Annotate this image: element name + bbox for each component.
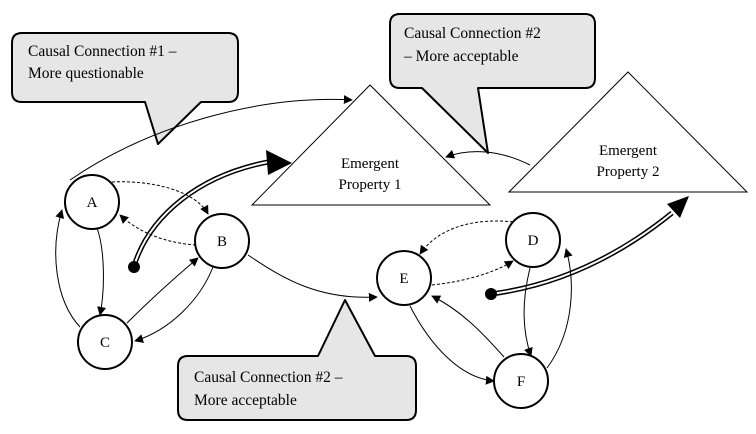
callout-bubble <box>11 32 239 145</box>
node-a: A <box>64 174 120 230</box>
property-2-triangle <box>507 71 749 193</box>
callout-1-line1: Causal Connection #1 – <box>28 43 177 60</box>
edge-d-to-f <box>523 267 533 357</box>
node-b: B <box>194 213 250 269</box>
edge-property-2-to-property-1 <box>445 149 531 166</box>
node-c: C <box>77 314 133 370</box>
edge-b-to-c <box>134 266 214 343</box>
node-e-circle <box>376 250 432 306</box>
node-f: F <box>493 353 549 409</box>
node-e: E <box>376 250 432 306</box>
callout-3-line1: Causal Connection #2 – <box>194 369 343 386</box>
node-c-circle <box>77 314 133 370</box>
edge-f-to-d <box>546 248 573 369</box>
source-dot <box>128 261 140 273</box>
edge-a-to-property-1 <box>69 95 353 181</box>
property-1-line2: Property 1 <box>339 177 402 193</box>
arrowhead <box>667 196 689 218</box>
property-2-line1: Emergent <box>599 143 658 159</box>
edge-e-to-f <box>409 305 495 385</box>
edge-b-to-e <box>247 254 378 302</box>
edge-d-to-e <box>419 220 514 255</box>
emergent-property-1: Emergent Property 1 <box>250 84 492 206</box>
emergent-property-2: Emergent Property 2 <box>507 71 749 193</box>
edge-c-to-b <box>126 257 199 324</box>
source-dot <box>485 288 497 300</box>
node-a-label: A <box>87 195 98 211</box>
property-1-triangle <box>250 84 492 206</box>
callout-bubble <box>177 299 417 421</box>
property-2-line2: Property 2 <box>597 164 660 180</box>
property-1-line1: Emergent <box>341 156 400 172</box>
node-d-label: D <box>528 233 539 249</box>
callout-3-line2: More acceptable <box>194 392 297 409</box>
edge-a-to-b <box>111 181 209 215</box>
node-d: D <box>505 212 561 268</box>
node-a-circle <box>64 174 120 230</box>
node-b-circle <box>194 213 250 269</box>
callout-2-line1: Causal Connection #2 <box>404 25 541 42</box>
callout-bubble <box>389 13 596 154</box>
node-b-label: B <box>217 234 227 250</box>
callout-1-line2: More questionable <box>28 65 144 82</box>
edge-c-to-a <box>55 209 81 328</box>
node-f-circle <box>493 353 549 409</box>
edge-a-to-c <box>96 227 106 316</box>
edge-f-to-e <box>431 295 505 358</box>
double-arrow-abc-to-property-1 <box>128 150 292 273</box>
arrowhead <box>266 150 292 175</box>
callout-connection-2-top: Causal Connection #2 – More acceptable <box>389 13 596 154</box>
callout-connection-1: Causal Connection #1 – More questionable <box>11 32 239 145</box>
edge-e-to-d <box>431 260 514 286</box>
callout-2-line2: – More acceptable <box>403 48 519 65</box>
node-f-label: F <box>517 374 525 390</box>
double-arrow-def-to-property-2 <box>485 196 689 300</box>
node-c-label: C <box>100 335 110 351</box>
callout-connection-2-bottom: Causal Connection #2 – More acceptable <box>177 299 417 421</box>
node-d-circle <box>505 212 561 268</box>
node-e-label: E <box>399 271 408 287</box>
edge-b-to-a <box>119 214 197 246</box>
